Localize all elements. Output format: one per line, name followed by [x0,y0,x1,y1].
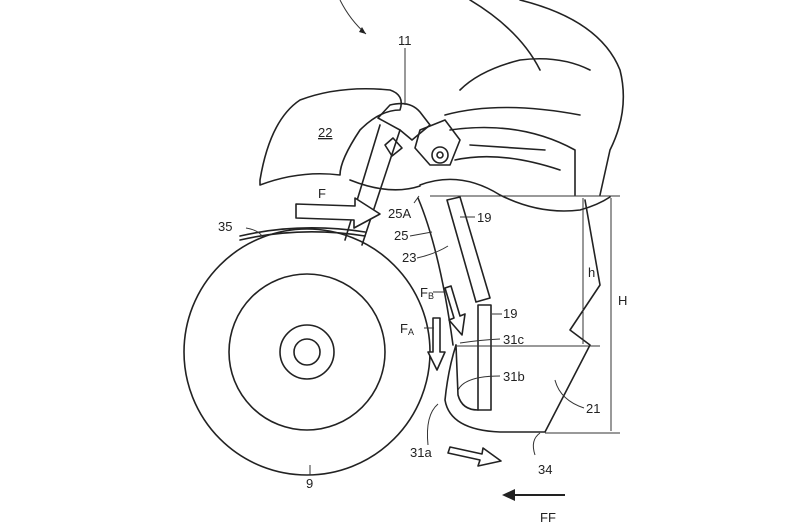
label-19-lower: 19 [503,306,517,321]
label-FF: FF [540,510,556,525]
label-FB: FB [420,285,434,301]
label-34: 34 [538,462,552,477]
airflow-arrow-out [447,446,502,467]
label-23: 23 [402,250,416,265]
label-F: F [318,186,326,201]
label-19-upper: 19 [477,210,491,225]
label-9: 9 [306,476,313,491]
steering-mechanism-11 [344,102,461,246]
duct-wall-31a [444,199,601,433]
label-25A: 25A [388,206,411,221]
dimension-lines [430,195,620,434]
airflow-arrow-F [295,197,381,229]
label-11: 11 [398,33,412,48]
label-H: H [618,293,627,308]
label-31b: 31b [503,369,525,384]
front-fender-22 [259,88,403,186]
plate-19-upper [446,196,491,303]
airflow-arrow-FB [444,285,466,336]
label-25: 25 [394,228,408,243]
front-wheel-9 [183,228,431,476]
plate-19-lower [477,304,492,411]
label-21: 21 [586,401,600,416]
vehicle-upper-body [349,0,625,212]
label-35: 35 [218,219,232,234]
label-31a: 31a [410,445,432,460]
airflow-arrow-FA [427,317,446,371]
label-FA: FA [400,321,414,337]
leader-arrowhead [359,27,366,34]
label-h: h [588,265,595,280]
label-22: 22 [318,125,332,140]
wheel-guard-35 [239,227,366,237]
label-31c: 31c [503,332,524,347]
label-leaders [245,48,585,475]
duct-wall-25 [417,197,454,346]
